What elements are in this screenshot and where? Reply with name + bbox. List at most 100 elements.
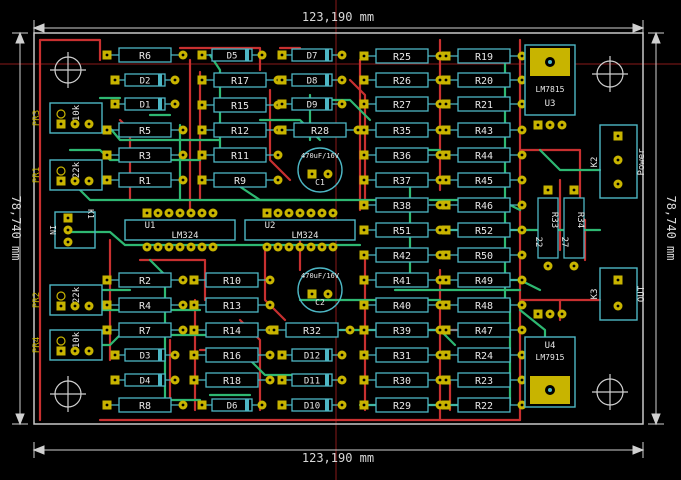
resistor-r26[interactable]: R26 bbox=[359, 72, 445, 88]
connector-label: Power bbox=[637, 148, 647, 176]
resistor-r45[interactable]: R45 bbox=[441, 172, 527, 188]
resistor-r4[interactable]: R4 bbox=[102, 297, 188, 313]
resistor-value-label: 22 bbox=[533, 237, 543, 248]
resistor-r29[interactable]: R29 bbox=[359, 397, 445, 413]
trace bbox=[138, 258, 207, 302]
resistor-r37[interactable]: R37 bbox=[359, 172, 445, 188]
drill-hole bbox=[444, 278, 448, 282]
resistor-ref-label: R3 bbox=[139, 151, 151, 162]
drill-hole bbox=[310, 172, 314, 176]
resistor-r24[interactable]: R24 bbox=[441, 347, 527, 363]
diode-d7[interactable]: D7 bbox=[277, 48, 347, 62]
resistor-r50[interactable]: R50 bbox=[441, 247, 527, 263]
resistor-r6[interactable]: R6 bbox=[102, 47, 188, 63]
resistor-r13[interactable]: R13 bbox=[189, 297, 275, 313]
resistor-r21[interactable]: R21 bbox=[441, 96, 527, 112]
resistor-r20[interactable]: R20 bbox=[441, 72, 527, 88]
resistor-r18[interactable]: R18 bbox=[189, 372, 275, 388]
diode-d12[interactable]: D12 bbox=[277, 348, 347, 362]
diode-d6[interactable]: D6 bbox=[197, 398, 267, 412]
resistor-r8[interactable]: R8 bbox=[102, 397, 188, 413]
resistor-ref-label: R28 bbox=[311, 126, 329, 137]
drill-hole bbox=[560, 312, 564, 316]
resistor-r48[interactable]: R48 bbox=[441, 297, 527, 313]
resistor-r46[interactable]: R46 bbox=[441, 197, 527, 213]
drill-hole bbox=[362, 78, 366, 82]
diode-d8[interactable]: D8 bbox=[277, 73, 347, 87]
drill-hole bbox=[444, 78, 448, 82]
resistor-r3[interactable]: R3 bbox=[102, 147, 188, 163]
pot-ref-label: PR1 bbox=[32, 167, 42, 183]
drill-hole bbox=[560, 123, 564, 127]
drill-hole bbox=[520, 153, 524, 157]
resistor-r1[interactable]: R1 bbox=[102, 172, 188, 188]
diode-d5[interactable]: D5 bbox=[197, 48, 267, 62]
resistor-r9[interactable]: R9 bbox=[197, 172, 283, 188]
resistor-r28[interactable]: R28 bbox=[277, 122, 363, 138]
drill-hole bbox=[362, 253, 366, 257]
resistor-r22[interactable]: R22 bbox=[441, 397, 527, 413]
diode-d9[interactable]: D9 bbox=[277, 97, 347, 111]
resistor-r25[interactable]: R25 bbox=[359, 48, 445, 64]
diode-d1[interactable]: D1 bbox=[110, 97, 180, 111]
resistor-r32[interactable]: R32 bbox=[269, 322, 355, 338]
resistor-r42[interactable]: R42 bbox=[359, 247, 445, 263]
resistor-r27[interactable]: R27 bbox=[359, 96, 445, 112]
resistor-r19[interactable]: R19 bbox=[441, 48, 527, 64]
resistor-r7[interactable]: R7 bbox=[102, 322, 188, 338]
resistor-r43[interactable]: R43 bbox=[441, 122, 527, 138]
diode-d4[interactable]: D4 bbox=[110, 373, 180, 387]
diode-d11[interactable]: D11 bbox=[277, 373, 347, 387]
drill-hole bbox=[520, 178, 524, 182]
resistor-r49[interactable]: R49 bbox=[441, 272, 527, 288]
trace bbox=[263, 248, 287, 322]
drill-hole bbox=[616, 304, 620, 308]
drill-hole bbox=[173, 78, 177, 82]
dimension-top-label: 123,190 mm bbox=[302, 10, 374, 24]
resistor-r5[interactable]: R5 bbox=[102, 122, 188, 138]
resistor-r36[interactable]: R36 bbox=[359, 147, 445, 163]
resistor-r41[interactable]: R41 bbox=[359, 272, 445, 288]
resistor-r39[interactable]: R39 bbox=[359, 322, 445, 338]
resistor-value-label: 27 bbox=[559, 237, 569, 248]
connector-ref-label: K3 bbox=[590, 289, 600, 300]
diode-d10[interactable]: D10 bbox=[277, 398, 347, 412]
resistor-ref-label: R19 bbox=[475, 52, 493, 63]
resistor-r44[interactable]: R44 bbox=[441, 147, 527, 163]
resistor-r47[interactable]: R47 bbox=[441, 322, 527, 338]
drill-hole bbox=[320, 245, 324, 249]
resistor-r16[interactable]: R16 bbox=[189, 347, 275, 363]
drill-hole bbox=[287, 245, 291, 249]
resistor-r10[interactable]: R10 bbox=[189, 272, 275, 288]
resistor-r23[interactable]: R23 bbox=[441, 372, 527, 388]
diode-d3[interactable]: D3 bbox=[110, 348, 180, 362]
resistor-r11[interactable]: R11 bbox=[197, 147, 283, 163]
drill-hole bbox=[113, 378, 117, 382]
diode-d2[interactable]: D2 bbox=[110, 73, 180, 87]
resistor-r2[interactable]: R2 bbox=[102, 272, 188, 288]
resistor-r31[interactable]: R31 bbox=[359, 347, 445, 363]
resistor-r52[interactable]: R52 bbox=[441, 222, 527, 238]
drill-hole bbox=[280, 53, 284, 57]
resistor-r51[interactable]: R51 bbox=[359, 222, 445, 238]
drill-hole bbox=[309, 211, 313, 215]
resistor-ref-label: R37 bbox=[393, 176, 411, 187]
drill-hole bbox=[362, 153, 366, 157]
drill-hole bbox=[444, 128, 448, 132]
